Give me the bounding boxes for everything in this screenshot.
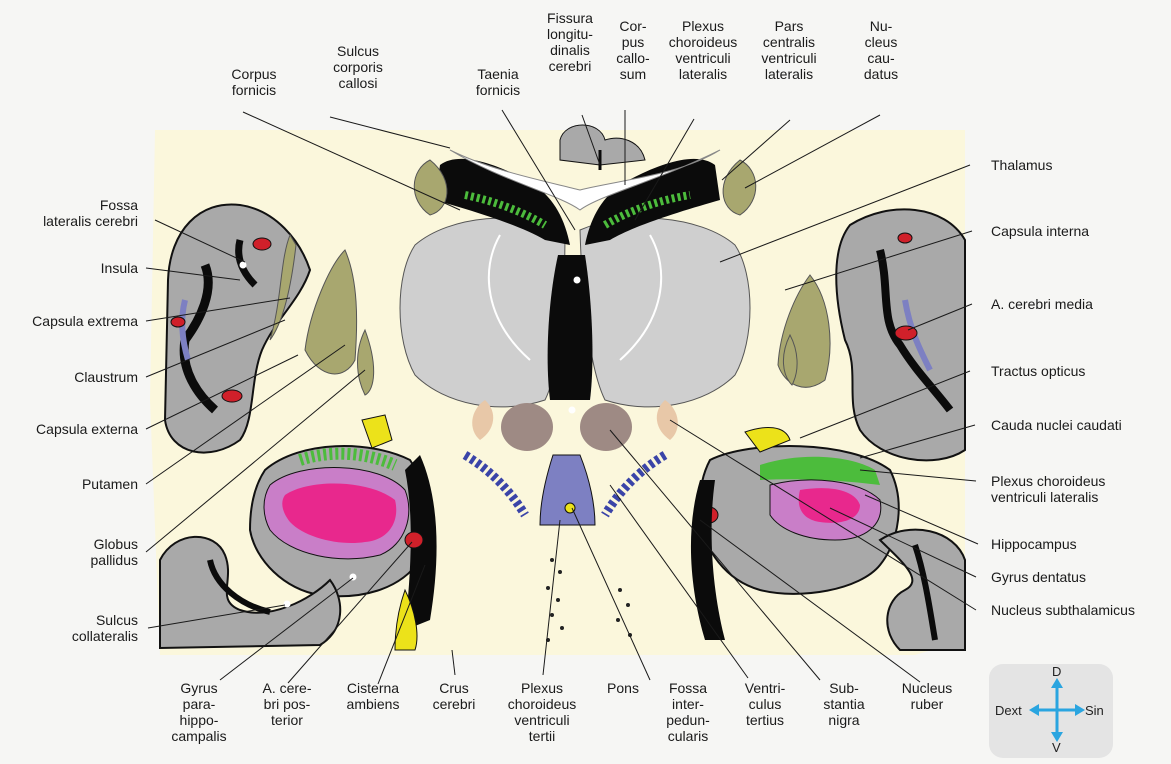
orientation-dextra: Dext xyxy=(995,703,1022,718)
label-fossa-lateralis: Fossa lateralis cerebri xyxy=(10,197,138,229)
label-substantia-nigra: Sub- stantia nigra xyxy=(814,680,874,728)
thalamus-left xyxy=(400,218,565,407)
label-gyrus-dentatus: Gyrus dentatus xyxy=(991,569,1086,585)
label-a-cerebri-media: A. cerebri media xyxy=(991,296,1093,312)
label-hippocampus: Hippocampus xyxy=(991,536,1077,552)
thalamus-right xyxy=(580,218,750,407)
orientation-key: D V Dext Sin xyxy=(989,664,1113,758)
label-a-cerebri-posterior: A. cere- bri pos- terior xyxy=(250,680,324,728)
label-nucleus-ruber: Nucleus ruber xyxy=(892,680,962,712)
nucleus-ruber-left xyxy=(501,403,553,451)
label-fossa-interpeduncularis: Fossa inter- pedun- cularis xyxy=(656,680,720,744)
label-plexus-choroideus-lateralis-right: Plexus choroideus ventriculi lateralis xyxy=(991,473,1105,505)
label-ventriculus-tertius: Ventri- culus tertius xyxy=(734,680,796,728)
label-putamen: Putamen xyxy=(10,476,138,492)
left-artery-mid xyxy=(171,317,185,327)
label-plexus-choroideus-tertii: Plexus choroideus ventriculi tertii xyxy=(496,680,588,744)
left-a-cerebri-posterior xyxy=(405,532,423,548)
label-thalamus: Thalamus xyxy=(991,157,1052,173)
label-capsula-interna: Capsula interna xyxy=(991,223,1089,239)
label-globus-pallidus: Globus pallidus xyxy=(10,536,138,568)
orientation-dorsal: D xyxy=(1052,664,1061,679)
label-nucleus-subthalamicus: Nucleus subthalamicus xyxy=(991,602,1135,618)
label-capsula-externa: Capsula externa xyxy=(5,421,138,437)
left-artery-low xyxy=(222,390,242,402)
nucleus-ruber-right xyxy=(580,403,632,451)
label-sulcus-collateralis: Sulcus collateralis xyxy=(10,612,138,644)
orientation-ventral: V xyxy=(1052,740,1061,755)
label-insula: Insula xyxy=(10,260,138,276)
label-corpus-fornicis: Corpus fornicis xyxy=(214,66,294,98)
label-nucleus-caudatus: Nu- cleus cau- datus xyxy=(848,18,914,82)
label-fissura-longitudinalis: Fissura longitu- dinalis cerebri xyxy=(535,10,605,74)
orientation-sinistra: Sin xyxy=(1085,703,1104,718)
label-capsula-extrema: Capsula extrema xyxy=(5,313,138,329)
label-sulcus-corporis-callosi: Sulcus corporis callosi xyxy=(323,43,393,91)
label-corpus-callosum: Cor- pus callo- sum xyxy=(608,18,658,82)
label-taenia-fornicis: Taenia fornicis xyxy=(466,66,530,98)
ventriculus-tertius xyxy=(548,255,593,400)
label-claustrum: Claustrum xyxy=(10,369,138,385)
label-cisterna-ambiens: Cisterna ambiens xyxy=(333,680,413,712)
label-pons: Pons xyxy=(598,680,648,696)
label-tractus-opticus: Tractus opticus xyxy=(991,363,1085,379)
label-gyrus-parahippocampalis: Gyrus para- hippo- campalis xyxy=(162,680,236,744)
label-pars-centralis: Pars centralis ventriculi lateralis xyxy=(749,18,829,82)
label-plexus-choroideus-lateralis-top: Plexus choroideus ventriculi lateralis xyxy=(660,18,746,82)
label-crus-cerebri: Crus cerebri xyxy=(424,680,484,712)
left-artery-top xyxy=(253,238,271,250)
label-cauda-nuclei-caudati: Cauda nuclei caudati xyxy=(991,417,1122,433)
